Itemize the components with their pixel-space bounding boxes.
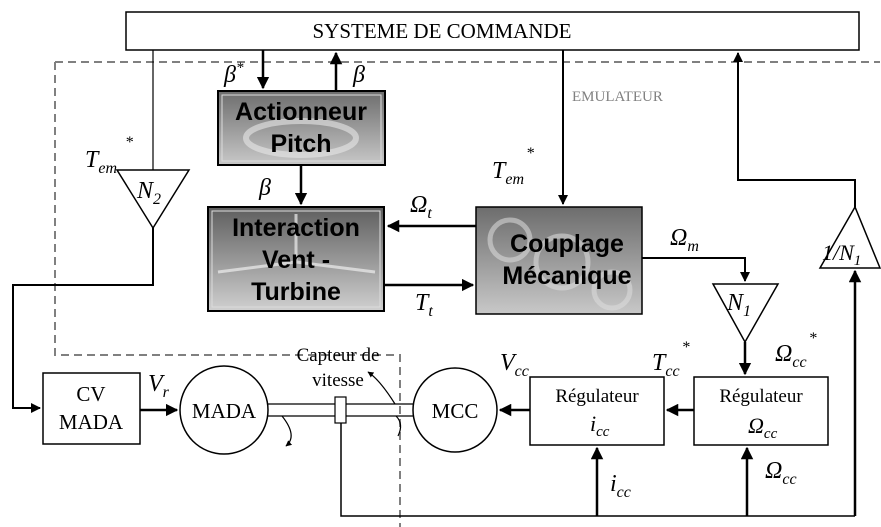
systeme-de-commande-label: SYSTEME DE COMMANDE [312,19,571,43]
pitch-bearing-graphic [243,118,359,158]
cv-label: CV [76,382,105,406]
inv-n1-to-commande-line [733,52,856,207]
regulateur-omega-block [693,376,829,446]
omega-m-label: Ωm [670,225,699,255]
pitch-label: Pitch [270,130,331,158]
regulateur-omega-sub: Ωcc [748,413,778,442]
mcc-machine-label: MCC [432,399,479,423]
t-cc-label: Tcc* [652,339,690,380]
mada-converter-label: MADA [59,410,124,434]
emulator-label: EMULATEUR [572,89,663,105]
rotation-arrow-shaft [395,415,402,437]
gain-inv-n1-label: 1/N1 [822,240,861,269]
actionneur-pitch-block: Actionneur Pitch [217,90,386,166]
beta-star-label: β* [223,60,244,88]
couplage-label: Couplage [510,230,624,258]
vitesse-label: vitesse [312,370,364,391]
gears-graphic [487,217,633,311]
capteur-label: Capteur de [297,345,380,366]
regulateur-icc-label: Régulateur [555,386,639,407]
mcc-machine [412,367,498,453]
turbine-label: Turbine [251,278,341,306]
interaction-vent-turbine-block: Interaction Vent - Turbine [207,206,385,312]
mada-machine [179,365,269,455]
regulateur-omega-label: Régulateur [719,386,803,407]
sensor-bus-line [340,423,855,517]
v-cc-label: Vcc [500,350,529,380]
regulateur-icc-block [529,376,665,446]
t-t-label: Tt [415,290,433,320]
actionneur-label: Actionneur [235,98,367,126]
rotation-arrow-mada [281,415,293,447]
mecanique-label: Mécanique [502,262,631,290]
gain-n1-label: N1 [726,290,751,320]
vent-label: Vent - [262,246,330,274]
emulator-boundary [54,61,880,527]
i-cc-label: icc [610,471,631,501]
tem-left-label: Tem* [85,134,133,177]
cv-mada-block [42,372,141,445]
mada-machine-label: MADA [192,399,257,423]
turbine-blades-graphic [217,214,376,274]
beta-feedback-label: β [352,62,365,88]
n2-to-cv-line [12,228,154,413]
tem-mid-label: Tem* [492,145,534,188]
omega-cc-star-label: Ωcc* [775,330,817,371]
gain-n2-label: N2 [136,178,161,208]
omega-cc-label: Ωcc [765,458,797,488]
interaction-label: Interaction [232,214,360,242]
gain-n1-triangle [711,283,780,344]
couplage-mecanique-block: Couplage Mécanique [475,206,643,315]
rotation-arrow-mcc [367,371,396,405]
omega-t-label: Ωt [410,192,432,222]
gain-inv-n1-triangle [818,205,881,269]
v-r-label: Vr [148,371,170,401]
regulateur-icc-sub: icc [590,411,610,440]
systeme-de-commande-block [125,11,860,51]
connections [12,50,862,517]
beta-mid-label: β [258,175,271,201]
speed-sensor [334,396,347,424]
omega-m-line [642,257,750,282]
